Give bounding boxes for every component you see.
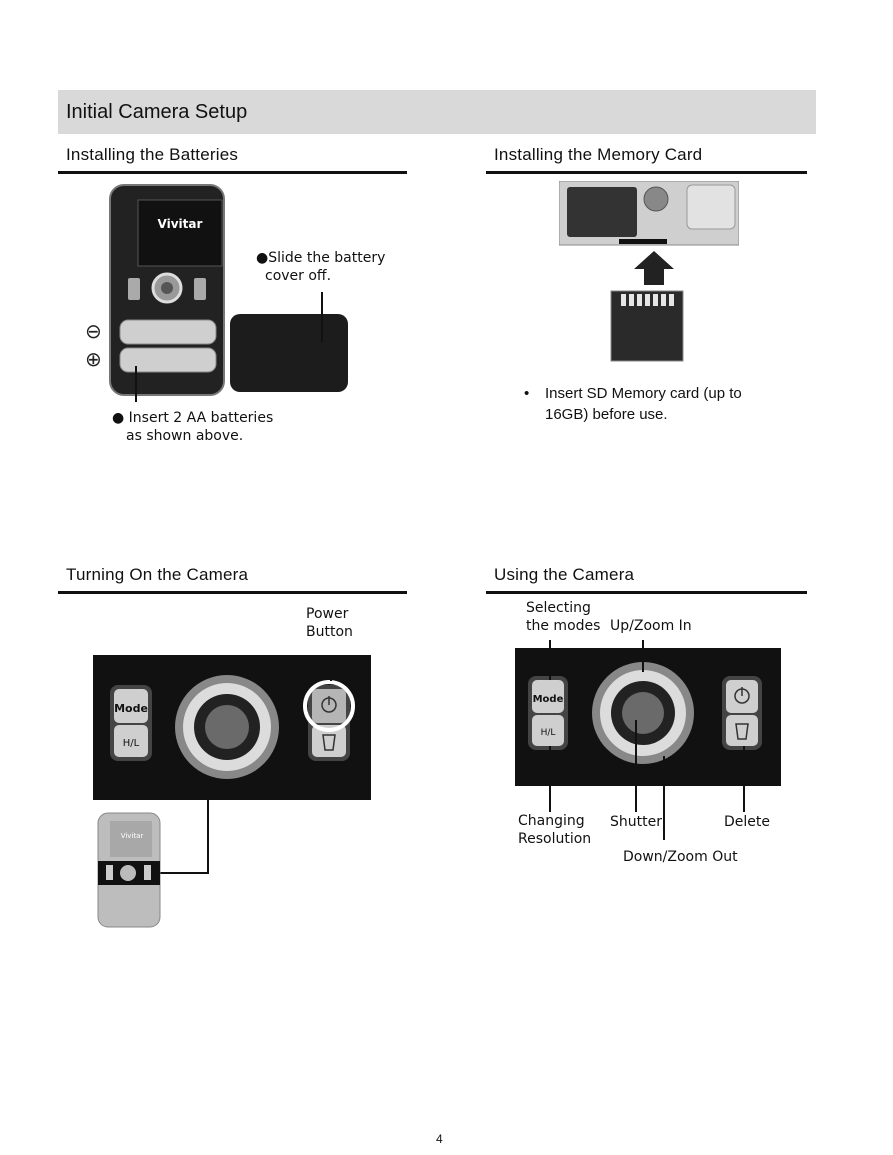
section-banner: Initial Camera Setup <box>58 90 816 134</box>
polarity-plus-icon: ⊕ <box>85 347 102 371</box>
callout-zoom-out: Down/Zoom Out <box>623 849 738 865</box>
turning-on-title: Turning On the Camera <box>66 565 249 584</box>
polarity-minus-icon: ⊖ <box>85 319 102 343</box>
trash-icon <box>735 723 749 740</box>
callout-insert-batteries: ● Insert 2 AA batteries as shown above. <box>112 410 274 444</box>
battery-top <box>119 319 217 345</box>
callout-slide-cover: ●Slide the battery cover off. <box>256 250 386 284</box>
hl-label: H/L <box>123 738 140 749</box>
power-button <box>312 689 346 723</box>
mode-button <box>128 278 140 300</box>
insert-arrow-icon <box>634 251 674 285</box>
sd-card-contacts <box>621 294 674 306</box>
callout-selecting-modes: Selecting the modes <box>526 600 601 634</box>
small-camera-screen <box>110 821 152 857</box>
hl-button <box>532 715 564 746</box>
batteries-title: Installing the Batteries <box>66 145 239 164</box>
memory-card-rule <box>486 171 807 174</box>
hl-button <box>114 725 148 757</box>
delete-button <box>726 715 758 746</box>
using-camera-rule <box>486 591 807 594</box>
power-panel-illustration: Mode H/L Vivitar <box>93 655 371 928</box>
controls-panel-illustration: Mode H/L <box>515 640 781 840</box>
page-title: Initial Camera Setup <box>66 101 248 123</box>
leader-line-panel <box>160 800 209 874</box>
camera-dial <box>643 186 669 212</box>
page-number: 4 <box>436 1132 443 1146</box>
small-camera-brand: Vivitar <box>121 832 144 840</box>
memory-card-title: Installing the Memory Card <box>494 145 703 164</box>
shutter-button <box>161 282 173 294</box>
mode-label: Mode <box>533 694 564 705</box>
batteries-rule <box>58 171 407 174</box>
shutter-button <box>205 705 249 749</box>
callout-delete: Delete <box>724 814 770 830</box>
trash-icon <box>322 734 336 751</box>
bullet-dot-icon: • <box>524 385 530 402</box>
shutter-button <box>622 692 664 734</box>
power-button <box>726 680 758 713</box>
turning-on-rule <box>58 591 407 594</box>
mode-button <box>532 680 564 713</box>
delete-button <box>312 725 346 757</box>
power-highlight-circle <box>303 680 355 732</box>
callout-power-button: Power Button <box>306 606 353 640</box>
using-camera-title: Using the Camera <box>494 565 635 584</box>
sd-card <box>610 290 684 362</box>
camera-screen <box>137 199 223 267</box>
mode-button <box>114 689 148 723</box>
hl-label: H/L <box>541 728 556 738</box>
camera-slot-area <box>567 187 637 237</box>
power-button <box>194 278 206 300</box>
callout-shutter: Shutter <box>610 814 662 830</box>
callout-zoom-in: Up/Zoom In <box>610 618 692 634</box>
mode-label: Mode <box>114 702 148 715</box>
battery-bottom <box>119 347 217 373</box>
sd-slot <box>619 239 667 244</box>
callout-changing-resolution: Changing Resolution <box>518 813 592 847</box>
battery-compartment <box>686 184 736 230</box>
memory-card-illustration <box>559 181 739 362</box>
camera-brand: Vivitar <box>158 217 203 231</box>
battery-cover <box>230 314 348 392</box>
camera-battery-illustration: Vivitar ⊖ ⊕ <box>85 184 348 402</box>
